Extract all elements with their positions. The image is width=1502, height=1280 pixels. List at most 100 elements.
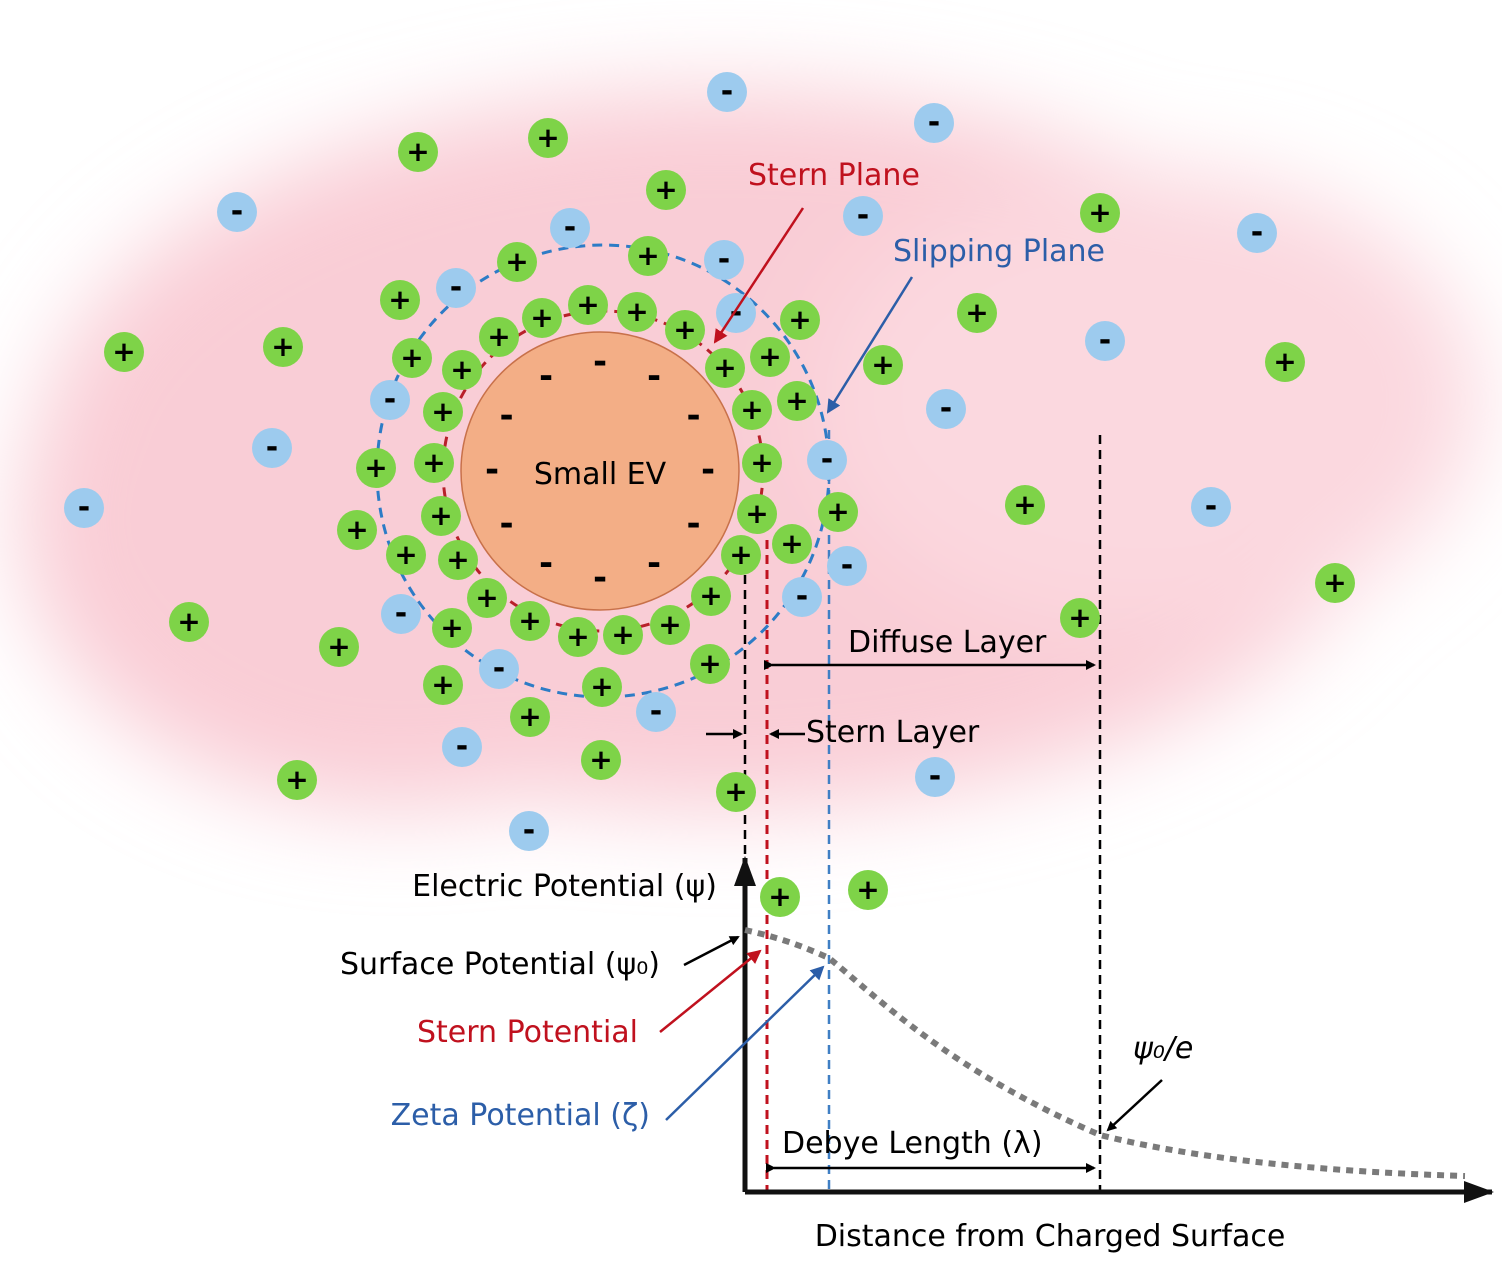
negative-ion: - — [716, 293, 756, 333]
ion-sign: - — [841, 548, 853, 583]
ion-circle — [568, 285, 608, 325]
ion-sign: + — [487, 320, 510, 353]
small-ev-particle: ------------ Small EV — [460, 331, 740, 611]
ion-sign: + — [729, 538, 752, 571]
positive-ion: + — [104, 332, 144, 372]
ion-circle — [392, 338, 432, 378]
ion-circle — [737, 494, 777, 534]
ion-circle — [510, 601, 550, 641]
positive-ion: + — [603, 615, 643, 655]
negative-ion: - — [509, 811, 549, 851]
ion-sign: + — [625, 295, 648, 328]
negative-ion: - — [807, 440, 847, 480]
ion-sign: + — [429, 499, 452, 532]
ion-circle — [64, 488, 104, 528]
positive-ion: + — [690, 644, 730, 684]
positive-ion: + — [414, 443, 454, 483]
ion-sign: - — [384, 382, 396, 417]
negative-ion: - — [915, 757, 955, 797]
negative-ion: - — [843, 196, 883, 236]
zeta-potential-arrow — [665, 965, 825, 1121]
positive-ion: + — [558, 617, 598, 657]
ion-sign: + — [446, 543, 469, 576]
ion-sign: + — [724, 775, 747, 808]
ion-circle — [581, 740, 621, 780]
ion-circle — [432, 608, 472, 648]
surface-potential-label: Surface Potential (ψ₀) — [340, 947, 660, 982]
ion-sign: + — [1013, 488, 1036, 521]
small-ev-core — [460, 331, 740, 611]
ion-sign: + — [856, 873, 879, 906]
ion-circle — [705, 348, 745, 388]
ion-circle — [442, 727, 482, 767]
positive-ion: + — [760, 877, 800, 917]
positive-ion: + — [467, 578, 507, 618]
ion-circle — [760, 877, 800, 917]
slipping-plane-label: Slipping Plane — [893, 234, 1105, 269]
stern-plane-arrow — [713, 207, 805, 344]
ion-circle — [716, 772, 756, 812]
ion-sign: + — [285, 763, 308, 796]
ion-sign: - — [395, 596, 407, 631]
positive-ion: + — [337, 510, 377, 550]
positive-ion: + — [1080, 193, 1120, 233]
ion-sign: + — [780, 527, 803, 560]
ion-sign: + — [394, 538, 417, 571]
surface-charges: ------------ — [485, 342, 715, 598]
surface-charge: - — [539, 357, 553, 397]
ion-sign: + — [345, 513, 368, 546]
ion-sign: + — [611, 618, 634, 651]
ion-sign: + — [112, 335, 135, 368]
positive-ion: + — [432, 608, 472, 648]
ion-circle — [1237, 213, 1277, 253]
ion-circle — [957, 293, 997, 333]
ion-sign: + — [788, 303, 811, 336]
ion-sign: - — [650, 694, 662, 729]
negative-ion: - — [442, 727, 482, 767]
psi-over-e-arrow — [1106, 1079, 1163, 1132]
positive-ion: + — [737, 494, 777, 534]
positive-ion: + — [1060, 598, 1100, 638]
surface-charge: - — [499, 396, 513, 436]
positive-ion: + — [957, 293, 997, 333]
positive-ion: + — [319, 627, 359, 667]
ion-circle — [628, 236, 668, 276]
ion-circle — [558, 617, 598, 657]
ion-circle — [319, 627, 359, 667]
negative-ion: - — [782, 577, 822, 617]
ion-circle — [467, 578, 507, 618]
positive-ion: + — [780, 300, 820, 340]
stern-layer-label: Stern Layer — [806, 715, 980, 750]
ion-circle — [436, 268, 476, 308]
positive-ion: + — [423, 665, 463, 705]
ion-sign: - — [796, 579, 808, 614]
ion-circle — [691, 576, 731, 616]
ion-sign: + — [530, 301, 553, 334]
ion-circle — [827, 546, 867, 586]
ion-sign: - — [564, 210, 576, 245]
ion-circle — [252, 428, 292, 468]
ion-sign: + — [785, 384, 808, 417]
ion-circle — [522, 298, 562, 338]
ion-circle — [843, 196, 883, 236]
small-ev-label: Small EV — [534, 457, 667, 492]
ion-circle — [772, 524, 812, 564]
ion-sign: + — [636, 239, 659, 272]
ion-circle — [423, 665, 463, 705]
positive-ion: + — [818, 492, 858, 532]
ion-sign: - — [928, 105, 940, 140]
ion-circle — [386, 535, 426, 575]
stern-potential-label: Stern Potential — [417, 1015, 638, 1050]
ion-circle — [690, 644, 730, 684]
positive-ion: + — [398, 132, 438, 172]
ion-circle — [528, 118, 568, 158]
ion-circle — [104, 332, 144, 372]
ion-circle — [381, 594, 421, 634]
negative-ion: - — [381, 594, 421, 634]
negative-ion: - — [217, 192, 257, 232]
ion-circle — [1005, 485, 1045, 525]
positive-ion: + — [392, 338, 432, 378]
ion-sign: - — [721, 74, 733, 109]
slipping-plane-arrow — [826, 276, 914, 414]
